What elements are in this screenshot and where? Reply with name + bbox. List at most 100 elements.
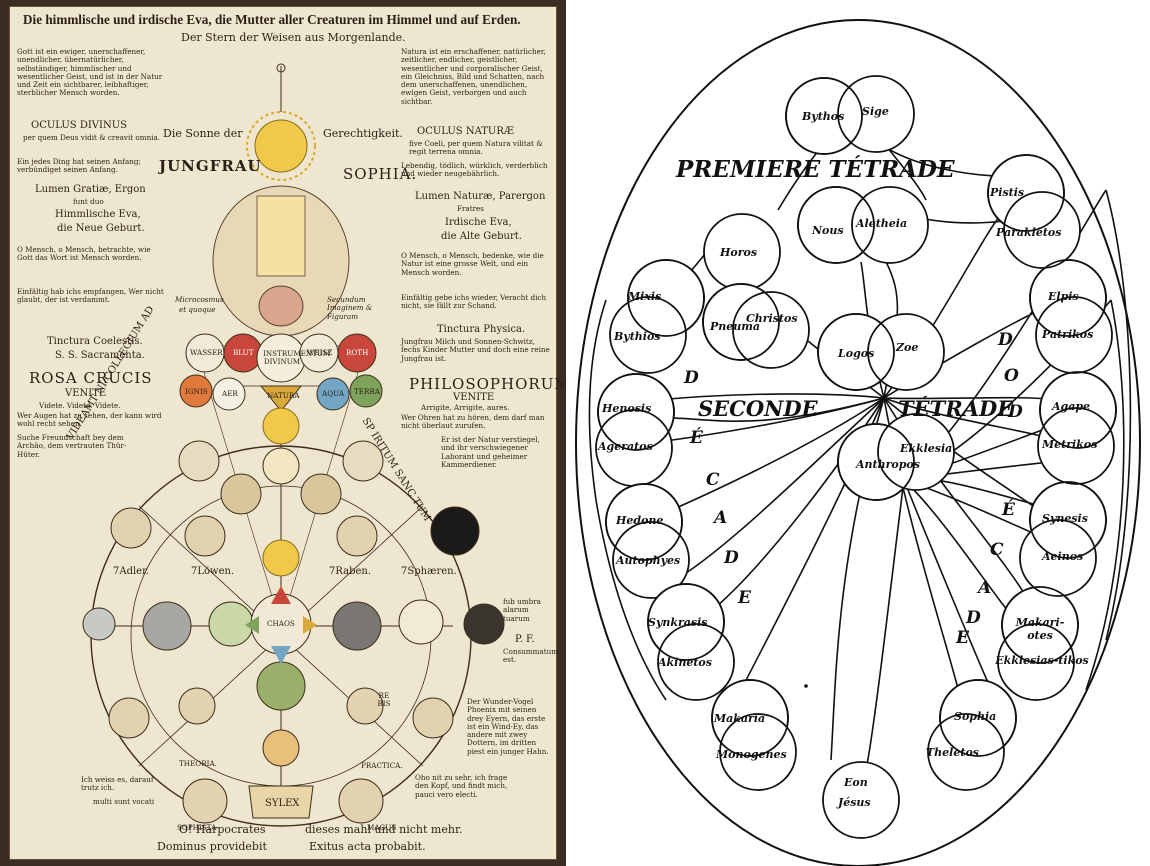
node-monogenes: Monogenes — [716, 748, 787, 761]
node-aeinos: Aeinos — [1042, 550, 1084, 563]
left-paragraph-5: Wer Augen hat zu sehen, der kann wird wo… — [17, 411, 162, 429]
jungfrau-label: JUNGFRAU — [159, 157, 262, 175]
philosophorum: PHILOSOPHORUM — [409, 375, 571, 393]
videte: Videte. Videte. Videte. — [39, 401, 121, 410]
multi-vocati: multi sunt vocati — [93, 797, 155, 806]
decade-letter-2: É — [690, 428, 703, 448]
right-paragraph-6: Wer Ohren hat zu hören, dem darf man nic… — [401, 413, 545, 431]
adler-label: 7Adler. — [113, 566, 149, 577]
left-paragraph-1: Gott ist ein ewiger, unerschaffener, une… — [17, 47, 163, 98]
decade-letter-6: E — [738, 588, 751, 608]
oculus-naturae-sub: five Coeli, per quem Natura vilitat & re… — [409, 139, 543, 157]
right-paragraph-4: Einfältig gebe ichs wieder, Veracht dich… — [401, 293, 547, 311]
dodecade-letter-1: D — [998, 330, 1013, 350]
irdische-eva: Irdische Eva, — [445, 217, 512, 228]
rebis-label: RE BIS — [377, 691, 391, 709]
left-paragraph-7: Ich weiss es, darauf trutz ich. — [81, 775, 154, 793]
dominus-label: Dominus providebit — [157, 840, 267, 853]
node-nous: Nous — [812, 224, 844, 237]
node-sige: Sige — [862, 105, 889, 118]
magus-label: MAGUS — [367, 823, 397, 832]
oculus-divinus: OCULUS DIVINUS — [31, 120, 127, 131]
sophista-label: SOPHISTA — [177, 823, 217, 832]
quoque-label: et quoque — [179, 305, 216, 314]
sun-icon — [246, 111, 316, 181]
exitus-label: Exitus acta probabit. — [309, 840, 426, 853]
left-paragraph-2: Ein jedes Ding hat seinen Anfang; verbün… — [17, 157, 141, 175]
right-paragraph-8: Der Wunder-Vogel Phoenix mit seinen drey… — [467, 697, 549, 756]
dodecade-letter-6: A — [978, 578, 992, 598]
node-ageratos: Ageratos — [598, 440, 653, 453]
chaos-label: CHAOS — [267, 619, 295, 628]
loewen-label: 7Löwen. — [191, 566, 235, 577]
dodecade-letter-2: O — [1004, 366, 1019, 386]
oculus-naturae: OCULUS NATURÆ — [417, 126, 514, 137]
left-paragraph-6: Suche Freundschaft bey dem Archäo, dem v… — [17, 433, 127, 459]
consummatum: Consummatum est. — [503, 647, 559, 665]
node-autophyes: Autophyes — [616, 554, 681, 567]
philo-venite: VENITE — [453, 392, 495, 403]
decade-letter-1: D — [684, 368, 699, 388]
rosa-crucis: ROSA CRUCIS — [29, 369, 153, 387]
theoria-label: THEORIA. — [179, 759, 217, 768]
natura-label: NATURA — [267, 391, 300, 400]
lumen-gratiae-sub: funt duo — [73, 197, 104, 206]
wasser-label: WASSER — [190, 348, 223, 357]
sophia-label: SOPHIA. — [343, 165, 418, 183]
roth-label: ROTH — [346, 348, 369, 357]
dieses-label: dieses mahl und nicht mehr. — [305, 823, 463, 836]
microcosmus-label: Microcosmus — [175, 295, 224, 304]
raben-label: 7Raben. — [329, 566, 372, 577]
node-sophia: Sophia — [954, 710, 997, 723]
heading-tetrade-2: TÉTRADE — [898, 396, 1014, 421]
himmlische-eva-sub: die Neue Geburt. — [57, 223, 145, 234]
dodecade-letter-4: É — [1002, 500, 1015, 520]
node-jesus: Jésus — [838, 796, 871, 809]
node-hedone: Hedone — [616, 514, 664, 527]
heading-premiere-tetrade: PREMIERE TÉTRADE — [676, 156, 955, 183]
node-zoe: Zoe — [896, 341, 919, 354]
node-parakletos: Paraklētos — [996, 226, 1062, 239]
pf: P. F. — [515, 634, 535, 645]
terra-label: TERRA — [354, 387, 381, 396]
heading-seconde: SECONDE — [698, 396, 818, 421]
node-pistis: Pistis — [990, 186, 1025, 199]
ignis-label: IGNIS — [185, 387, 208, 396]
node-horos: Horos — [720, 246, 758, 259]
diagram-lines — [575, 19, 1141, 866]
node-mixis: Mixis — [628, 290, 662, 303]
plate-geometry — [9, 6, 557, 860]
node-elpis: Elpis — [1048, 290, 1079, 303]
harpocrates-label: O! Harpocrates — [179, 823, 266, 836]
tinctura-physica: Tinctura Physica. — [437, 324, 526, 335]
right-paragraph-1: Natura ist ein erschaffener, natürlicher… — [401, 47, 546, 106]
sacramenta: S. S. Sacramenta. — [55, 350, 145, 361]
dodecade-letter-3: D — [1008, 402, 1023, 422]
node-synkrasis: Synkrasis — [648, 616, 708, 629]
node-anthropos: Anthropos — [856, 458, 920, 471]
rosa-venite: VENITE — [65, 388, 107, 399]
node-akinetos: Akinetos — [658, 656, 712, 669]
instrument-label: INSTRUMENTUM DIVINUM — [263, 349, 331, 367]
node-ekklesia: Ekklesia — [900, 442, 953, 455]
node-agape: Agape — [1052, 400, 1091, 413]
oculus-divinus-sub: per quem Deus vidit & creavit omnia. — [23, 133, 161, 142]
fub-umbra: fub umbra alarum tuarum — [503, 597, 541, 623]
right-paragraph-9: Oho nit zu sehr, ich frage den Kopf, und… — [415, 773, 508, 799]
lumen-gratiae: Lumen Gratiæ, Ergon — [35, 184, 146, 195]
blut-label: BLUT — [233, 348, 254, 357]
arrigite: Arrigite, Arrigite, aures. — [421, 403, 510, 412]
sun-left-label: Die Sonne der — [163, 127, 243, 140]
sun-right-label: Gerechtigkeit. — [323, 127, 403, 140]
left-paragraph-4: Einfältig hab ichs empfangen, Wer nicht … — [17, 287, 164, 305]
node-bythios: Bythios — [614, 330, 661, 343]
node-makariotes: Makari-otes — [1015, 616, 1065, 642]
node-henosis: Henosis — [602, 402, 652, 415]
right-paragraph-5: Jungfrau Milch und Sonnen-Schwitz, fechs… — [401, 337, 550, 363]
node-metrikos: Metrikos — [1042, 438, 1098, 451]
aer-label: AER — [222, 389, 238, 398]
lumen-naturae: Lumen Naturæ, Parergon — [415, 191, 546, 202]
dodecade-letter-8: E — [956, 628, 969, 648]
node-makaria: Makaria — [714, 712, 766, 725]
node-bythos: Bythos — [802, 110, 845, 123]
